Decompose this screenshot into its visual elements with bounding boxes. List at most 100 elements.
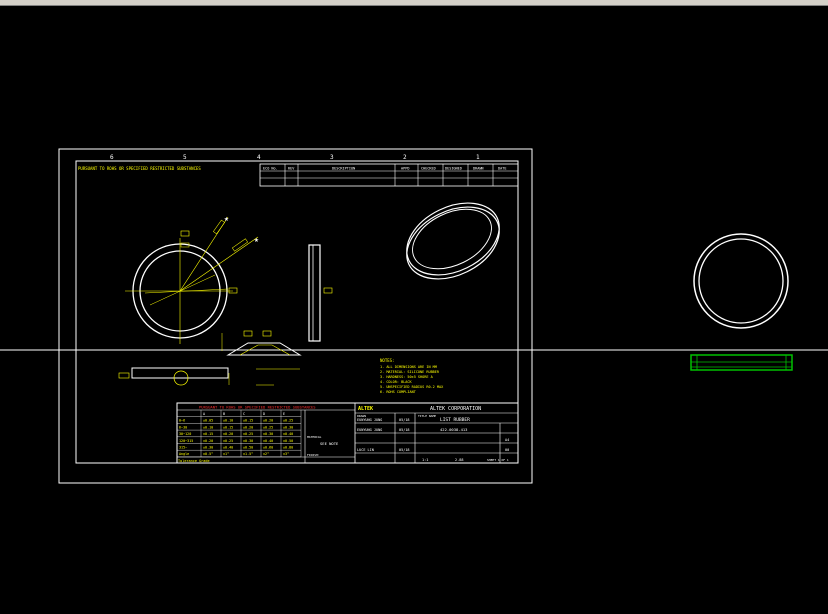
tolerance-cell: ±0.10: [223, 419, 233, 423]
revision-header: DESIGNED: [445, 167, 462, 171]
revision-header: APPD: [401, 167, 409, 171]
approved-by: LUCE LIN: [357, 448, 374, 452]
notes-heading: NOTES:: [380, 358, 394, 363]
dim-tag: [323, 287, 333, 294]
tolerance-cell: ±0.5°: [203, 452, 213, 456]
tolerance-cell: ±0.40: [263, 439, 273, 443]
tolerance-cell: ±0.20: [203, 439, 213, 443]
dim-leader-box: [212, 219, 226, 235]
zone-label: 5: [183, 154, 187, 161]
note-item: 6. ROHS COMPLIANT: [380, 390, 417, 394]
tolerance-col-header: D: [263, 412, 265, 416]
star-marker: ★: [254, 235, 259, 244]
zone-label: 3: [330, 154, 334, 161]
sheet-number: SHEET 1 OF 1: [487, 458, 509, 462]
revision-header: DATE: [498, 167, 506, 171]
tolerance-cell: ±0.25: [263, 425, 273, 429]
scale-value: 1:1: [422, 458, 428, 462]
tolerance-col-header: C: [243, 412, 245, 416]
tolerance-cell: ±0.15: [203, 432, 213, 436]
tolerance-grade-label: Tolerance Grade: [178, 459, 210, 463]
tolerance-cell: ±0.30: [203, 446, 213, 450]
tolerance-cell: 0~6: [179, 419, 185, 423]
tolerance-cell: ±0.30: [243, 439, 253, 443]
note-item: 4. COLOR: BLACK: [380, 380, 413, 384]
dim-tag: [228, 287, 238, 294]
revision-header: CHECKED: [421, 167, 436, 171]
dim-leader-box: [231, 238, 249, 252]
tolerance-cell: ±0.60: [263, 446, 273, 450]
tolerance-col-header: A: [203, 412, 205, 416]
tolerance-cell: 120~315: [179, 439, 193, 443]
tolerance-cell: ±0.10: [203, 425, 213, 429]
part-number: 422-0038-413: [440, 427, 467, 432]
sheet-size: A4: [505, 438, 509, 442]
material-label: MATERIAL: [307, 435, 322, 439]
revision-value: 00: [505, 448, 509, 452]
title-block: PURSUANT TO ROHS OR SPECIFIED RESTRICTED…: [176, 402, 519, 464]
note-item: 5. UNSPECIFIED RADIUS R0.2 MAX: [380, 385, 444, 389]
tolerance-cell: ±3°: [283, 452, 289, 456]
title-warning: PURSUANT TO ROHS OR SPECIFIED RESTRICTED…: [199, 405, 316, 410]
tolerance-cell: ±0.15: [243, 419, 253, 423]
tolerance-cell: ±0.20: [243, 425, 253, 429]
tolerance-cell: 30~120: [179, 432, 191, 436]
window-title-bar: [0, 0, 828, 6]
tolerance-cell: 6~30: [179, 425, 187, 429]
note-item: 2. MATERIAL: SILICONE RUBBER: [380, 370, 440, 374]
tolerance-cell: ±0.25: [283, 419, 293, 423]
zone-label: 1: [476, 154, 480, 161]
revision-header: ECO No.: [263, 167, 278, 171]
tolerance-table: A B C D E 0~6 ±0.05 ±0.10 ±0.15 ±0.20 ±0.25 6~30 ±0.…: [176, 410, 302, 458]
tolerance-cell: ±1.5°: [243, 452, 253, 456]
section-detail[interactable]: [118, 330, 302, 386]
tolerance-cell: ±0.25: [223, 439, 233, 443]
tolerance-cell: ±0.50: [283, 439, 293, 443]
tolerance-cell: ±0.40: [283, 432, 293, 436]
revision-header: DRAWN: [473, 167, 484, 171]
model-view-ring[interactable]: [693, 233, 789, 329]
side-view-ring[interactable]: [308, 244, 333, 342]
dim-tag: [243, 330, 253, 337]
isometric-view-ring[interactable]: [395, 189, 511, 293]
selected-component[interactable]: [690, 354, 793, 371]
note-item: 3. HARDNESS: 50±5 SHORE A: [380, 375, 434, 379]
tolerance-cell: ±0.25: [243, 432, 253, 436]
zone-label: 4: [257, 154, 261, 161]
tolerance-cell: ±0.80: [283, 446, 293, 450]
drawing-sheet[interactable]: 6 5 4 3 2 1 PURSUANT TO ROHS OR SPECIFIE…: [58, 148, 533, 484]
tolerance-col-header: E: [283, 412, 285, 416]
tolerance-cell: ±0.30: [283, 425, 293, 429]
note-item: 1. ALL DIMENSIONS ARE IN MM: [380, 365, 437, 369]
part-name: LIST RUBBER: [440, 417, 470, 423]
tolerance-col-header: B: [223, 412, 225, 416]
material-value: SEE NOTE: [320, 441, 339, 446]
zone-label: 2: [403, 154, 407, 161]
company-name: ALTEK CORPORATION: [430, 406, 481, 412]
sheet-header-warning: PURSUANT TO ROHS OR SPECIFIED RESTRICTED…: [78, 166, 201, 171]
drawing-notes: NOTES: 1. ALL DIMENSIONS ARE IN MM 2. MA…: [380, 358, 444, 394]
company-logo: ALTEK: [358, 406, 373, 412]
weight-value: 2.88: [455, 458, 463, 462]
checked-by: EUNYUNG JUNG: [357, 428, 382, 432]
dim-tag: [180, 230, 190, 237]
finish-label: FINISH:: [307, 453, 320, 457]
zone-label: 6: [110, 154, 114, 161]
approved-date: 05/18: [399, 448, 410, 452]
star-marker: ★: [224, 214, 229, 223]
dim-tag: [118, 372, 130, 379]
drawn-by: EUNYUNG JUNG: [357, 418, 382, 422]
tolerance-cell: ±0.30: [263, 432, 273, 436]
tolerance-cell: ±0.20: [223, 432, 233, 436]
revision-header: REV: [288, 167, 295, 171]
revision-header: DESCRIPTION: [332, 167, 355, 171]
front-view-ring[interactable]: ★ ★: [125, 214, 259, 344]
tolerance-cell: ±0.20: [263, 419, 273, 423]
cad-drawing-canvas[interactable]: 6 5 4 3 2 1 PURSUANT TO ROHS OR SPECIFIE…: [0, 5, 828, 614]
tolerance-cell: ±1°: [223, 452, 229, 456]
drawn-date: 05/18: [399, 418, 410, 422]
revision-table: ECO No. REV DESCRIPTION APPD CHECKED DES…: [259, 163, 519, 187]
tolerance-cell: ±0.05: [203, 419, 213, 423]
tolerance-cell: ±0.40: [223, 446, 233, 450]
tolerance-cell: ±0.50: [243, 446, 253, 450]
